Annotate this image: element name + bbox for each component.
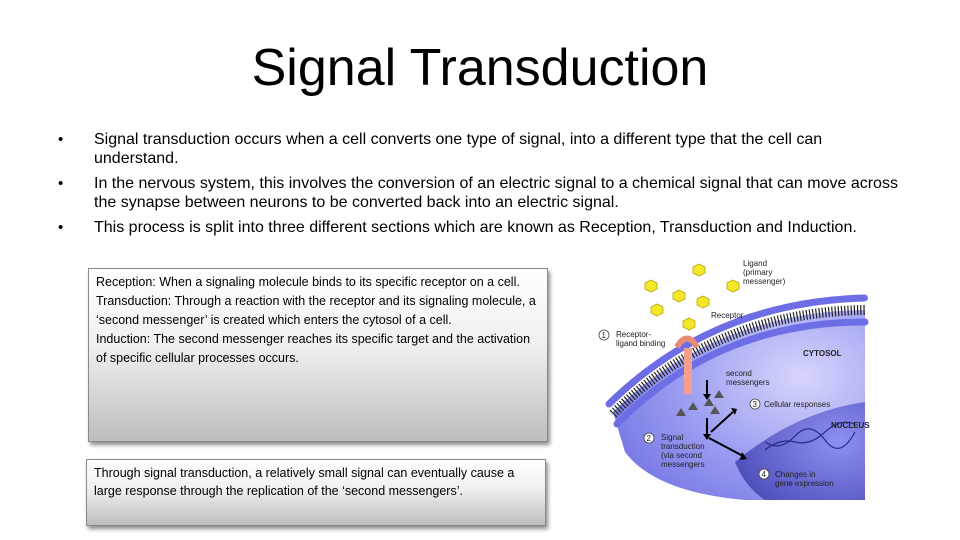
bullet-item: • In the nervous system, this involves th…	[58, 174, 908, 212]
step-1-badge	[598, 329, 610, 341]
bullet-text: Signal transduction occurs when a cell c…	[94, 131, 823, 167]
bullet-list: • Signal transduction occurs when a cell …	[58, 130, 908, 243]
ligand-label: (primary	[743, 268, 772, 277]
reception-text: Reception: When a signaling molecule bin…	[96, 275, 520, 289]
step-4-number: 4	[762, 470, 767, 479]
step-4-label: gene expression	[775, 479, 834, 488]
ligand-label: messenger)	[743, 277, 786, 286]
step-4-label: Changes in	[775, 470, 815, 479]
step-2-label: Signal	[661, 433, 683, 442]
second-messenger-triangles	[676, 390, 724, 416]
summary-textbox: Through signal transduction, a relativel…	[86, 459, 546, 526]
bullet-dot-icon: •	[58, 175, 64, 192]
induction-text: Induction: The second messenger reaches …	[96, 332, 531, 365]
membrane	[605, 294, 869, 428]
bullet-dot-icon: •	[58, 219, 64, 236]
step-3-badge	[749, 398, 761, 410]
step-1-number: 1	[602, 331, 607, 340]
bullet-text: In the nervous system, this involves the…	[94, 175, 898, 211]
diagram-svg: Ligand (primary messenger) Receptor 1 Re…	[598, 259, 870, 500]
stages-textbox: Reception: When a signaling molecule bin…	[88, 268, 548, 442]
bullet-dot-icon: •	[58, 131, 64, 148]
pathway-arrows	[706, 380, 744, 457]
transduction-text: Transduction: Through a reaction with th…	[96, 294, 536, 327]
bullet-item: • This process is split into three differ…	[58, 218, 908, 237]
dna-strand	[764, 421, 856, 451]
receptor-protein	[674, 335, 700, 394]
second-messengers-label: second	[726, 369, 752, 378]
step-2-label: transduction	[661, 442, 705, 451]
step-3-label: Cellular responses	[764, 400, 830, 409]
ligand-label: Ligand	[743, 259, 767, 268]
step-2-label: messengers	[661, 460, 705, 469]
step-4-badge	[758, 468, 770, 480]
receptor-label: Receptor	[711, 311, 744, 320]
bullet-text: This process is split into three differe…	[94, 219, 857, 236]
bullet-item: • Signal transduction occurs when a cell …	[58, 130, 908, 168]
step-3-number: 3	[753, 400, 758, 409]
summary-text: Through signal transduction, a relativel…	[94, 466, 515, 498]
signal-transduction-diagram: Ligand (primary messenger) Receptor 1 Re…	[595, 252, 895, 502]
step-2-number: 2	[647, 434, 652, 443]
slide-title: Signal Transduction	[251, 39, 709, 97]
second-messengers-label: messengers	[726, 378, 770, 387]
nucleus-label: NUCLEUS	[831, 421, 870, 430]
cytosol-label: CYTOSOL	[803, 349, 842, 358]
step-2-label: (via second	[661, 451, 702, 460]
ligand-molecules	[644, 263, 740, 331]
step-1-label: ligand binding	[616, 339, 665, 348]
step-1-label: Receptor-	[616, 330, 651, 339]
step-2-badge	[643, 432, 655, 444]
